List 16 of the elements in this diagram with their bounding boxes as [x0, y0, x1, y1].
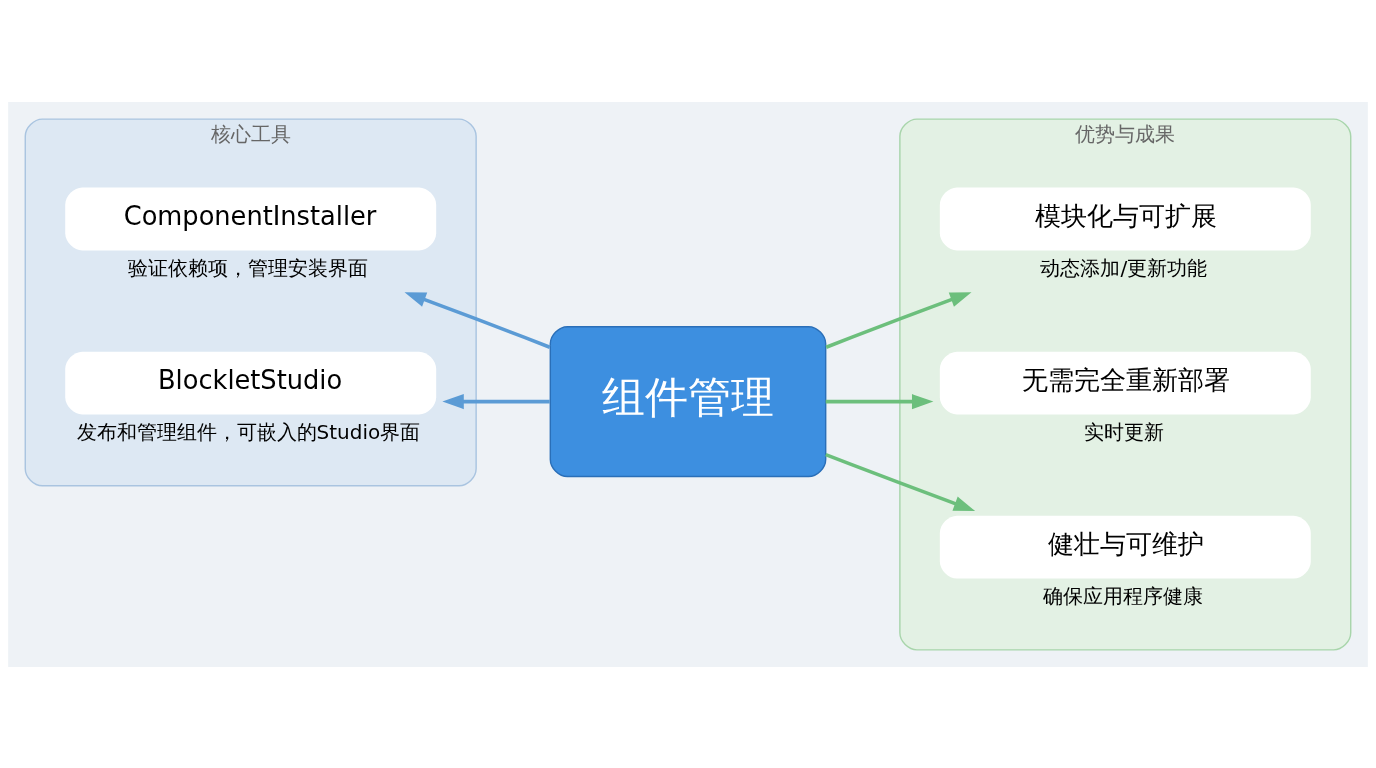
- node-label: 确保应用程序健康: [1043, 583, 1204, 608]
- node-box: BlockletStudio: [65, 351, 437, 414]
- node-box: 组件管理: [549, 325, 827, 477]
- node-label: 动态添加/更新功能: [1040, 255, 1208, 280]
- arrow: [825, 393, 934, 409]
- node-box: 健壮与可维护: [939, 515, 1311, 579]
- node-box: 模块化与可扩展: [939, 187, 1311, 250]
- arrow: [825, 291, 972, 349]
- arrow: [404, 291, 551, 349]
- node-box: ComponentInstaller: [65, 187, 437, 250]
- node-box: 无需完全重新部署: [939, 351, 1311, 414]
- arrow: [825, 452, 976, 511]
- arrow: [442, 393, 550, 409]
- node-label: 实时更新: [1083, 419, 1164, 444]
- node-label: 验证依赖项，管理安装界面: [127, 255, 368, 280]
- node-label: 发布和管理组件，可嵌入的Studio界面: [76, 419, 421, 444]
